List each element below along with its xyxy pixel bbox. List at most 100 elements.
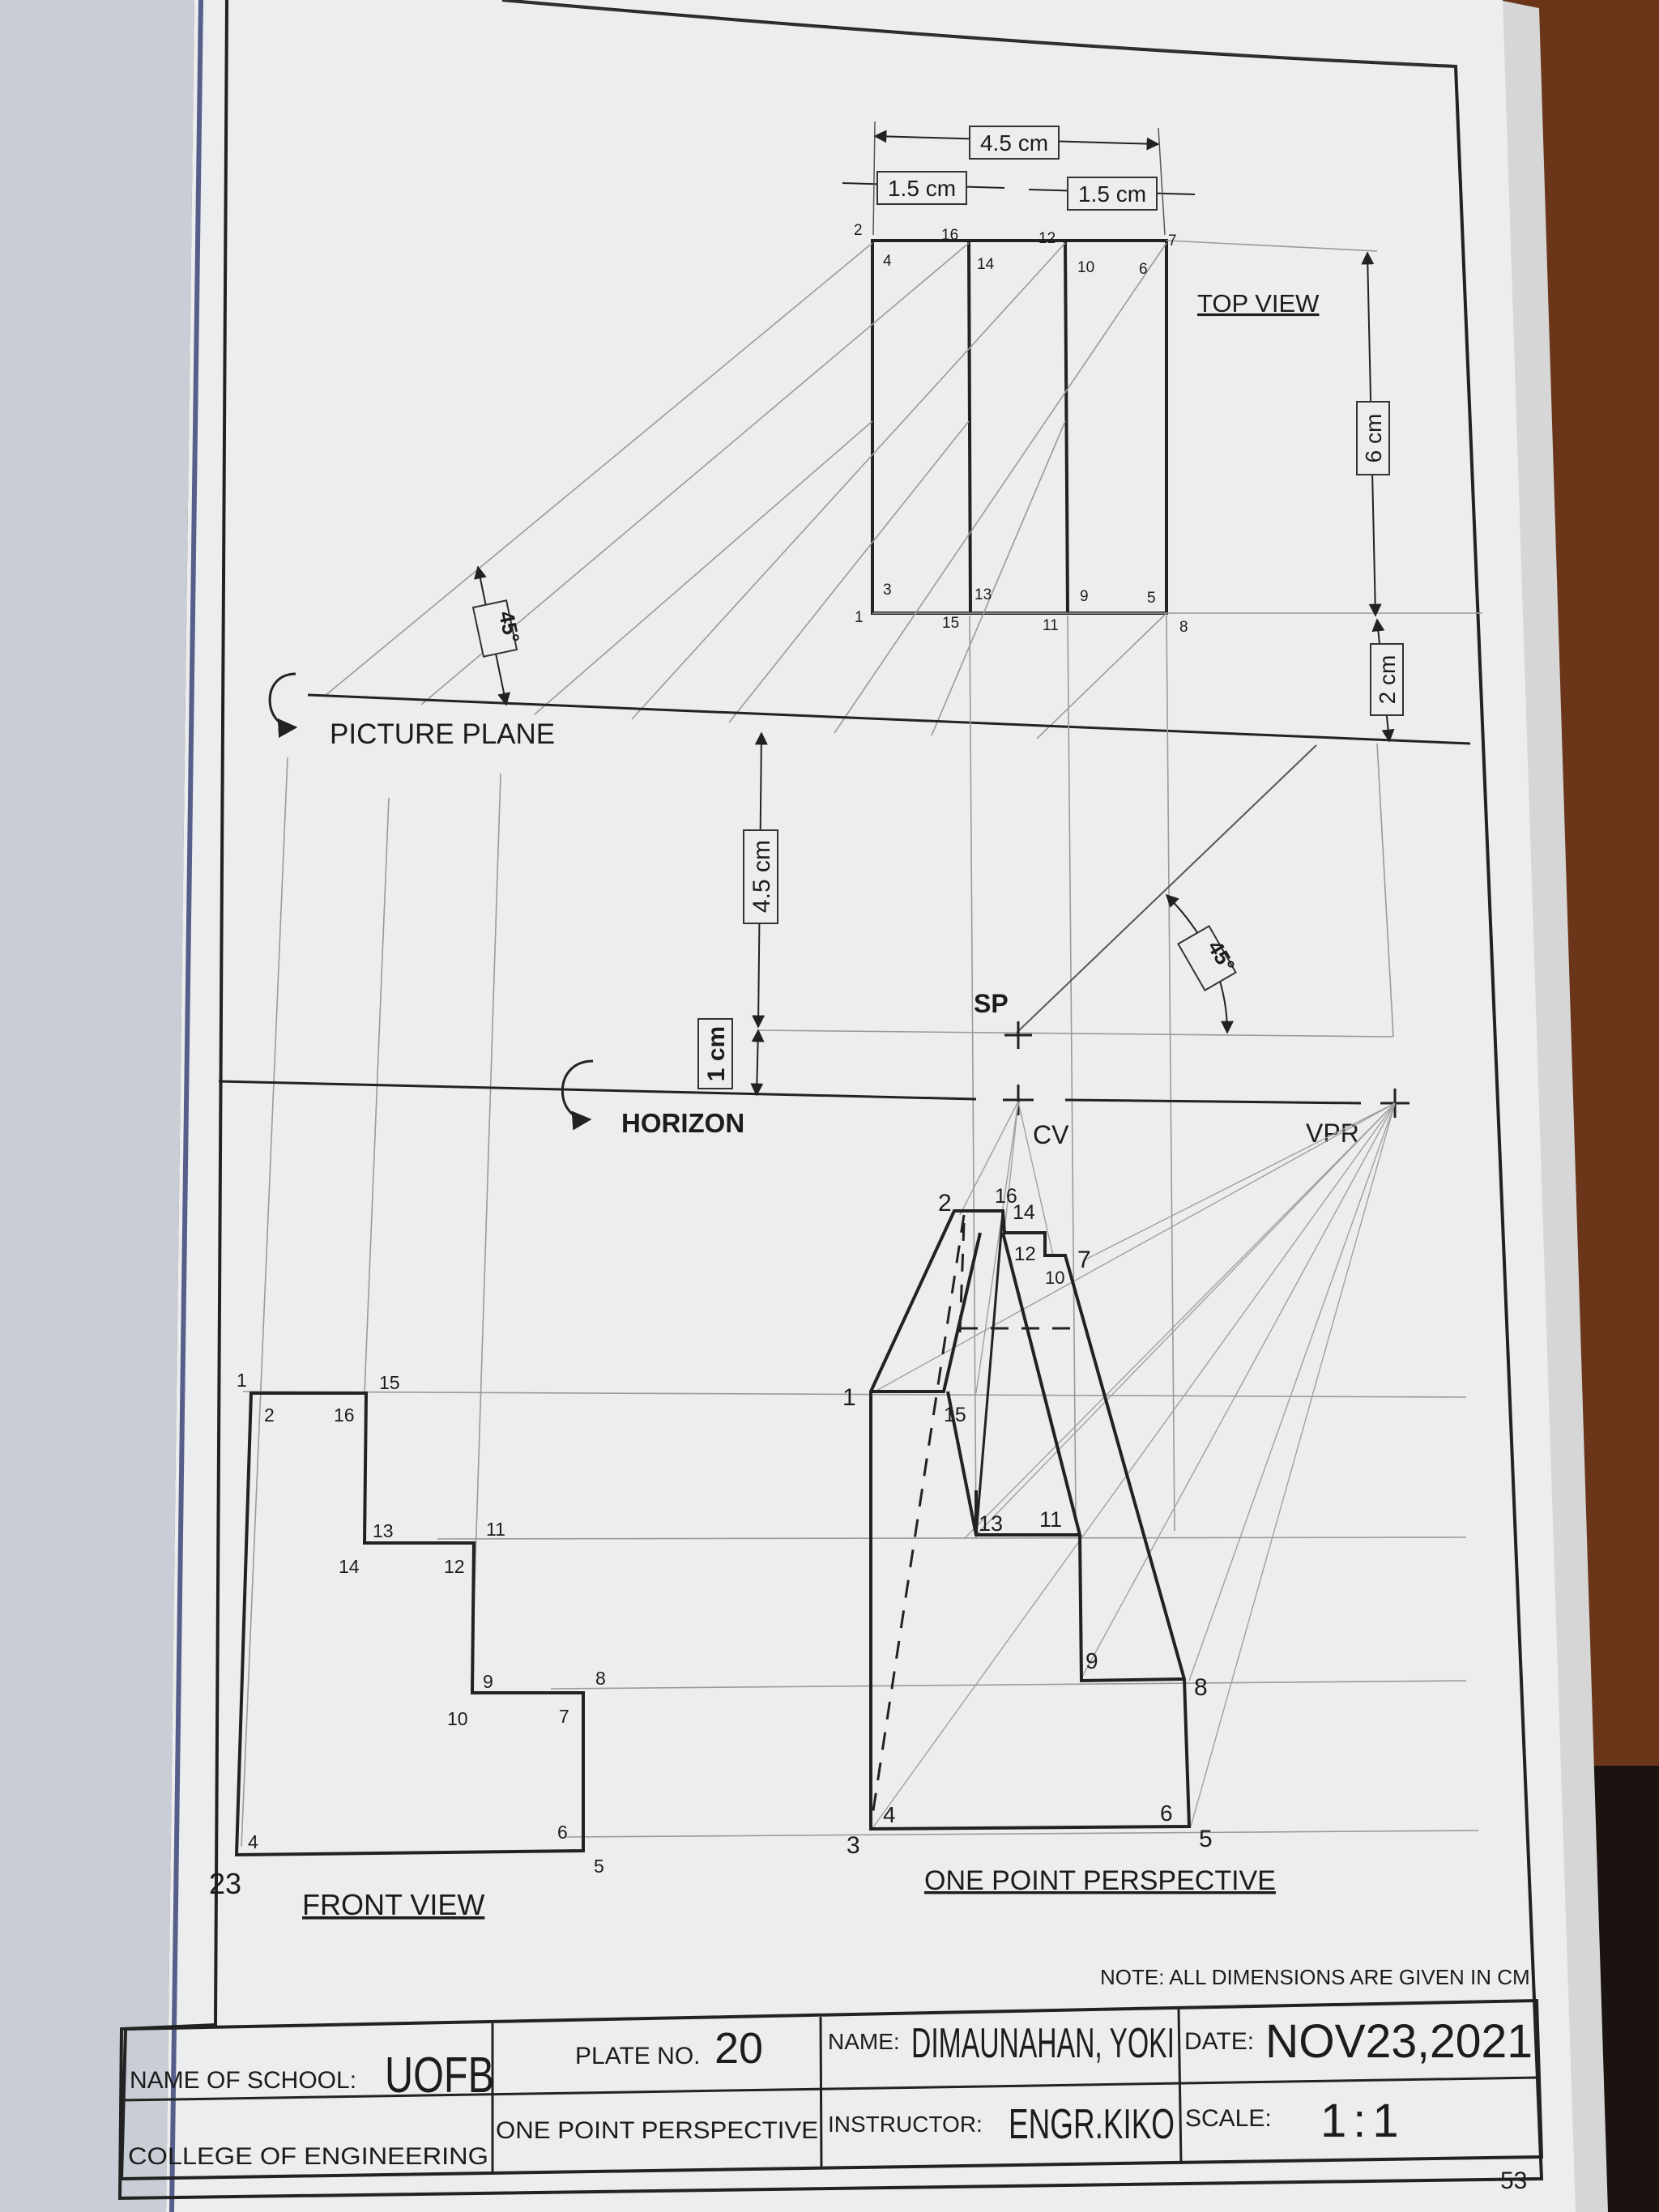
sp-crosshair [1004,1021,1032,1049]
horizon-label: HORIZON [621,1108,744,1138]
top-view-projectors [323,240,1482,739]
vpr-label: VPR [1306,1119,1359,1148]
svg-text:15: 15 [944,1404,966,1426]
svg-text:3: 3 [847,1832,860,1859]
top-view-title: TOP VIEW [1197,289,1320,318]
svg-text:12: 12 [1038,230,1056,247]
book-page-left [0,0,194,2212]
perspective-step-1 [871,1232,1082,1536]
school-value: UOFB [385,2048,494,2103]
dim-right-box [1067,177,1158,211]
top-view-step-line-2 [1064,241,1069,614]
top-curve-line [501,0,1456,67]
svg-text:11: 11 [486,1519,505,1540]
title-block: NAME OF SCHOOL: UOFB PLATE NO. 20 NAME: … [119,1998,1544,2181]
instructor-value: ENGR.KIKO [1009,2101,1175,2148]
svg-text:14: 14 [1013,1201,1035,1224]
svg-text:10: 10 [1045,1268,1064,1288]
svg-text:2: 2 [854,222,863,239]
svg-text:13: 13 [975,586,992,603]
front-view-point-labels: 1 2 16 15 13 11 14 12 9 8 10 7 4 6 5 [237,1370,606,1877]
school-label: NAME OF SCHOOL: [130,2067,356,2094]
svg-text:2: 2 [264,1404,275,1426]
svg-text:9: 9 [1080,588,1089,605]
dim-sp-hl: 1 cm [703,1026,730,1081]
instructor-label: INSTRUCTOR: [828,2112,983,2137]
page-number: 53 [1500,2167,1527,2194]
dim-sp-hl-box [697,1018,733,1089]
dim-gap-box [1370,643,1404,716]
svg-text:7: 7 [559,1706,569,1727]
front-view: FRONT VIEW 23 1 2 16 15 13 11 14 12 9 8 … [209,1370,606,1921]
horizon-line-left [218,1080,977,1101]
dim-total-box [969,126,1060,160]
svg-text:9: 9 [1085,1648,1098,1673]
dim-depth-box [1356,401,1390,475]
perspective-view: ONE POINT PERSPECTIVE 1 2 16 14 12 10 7 … [842,1101,1396,1896]
svg-text:8: 8 [1179,619,1188,636]
svg-text:3: 3 [883,582,892,599]
paper-sheet [166,0,1576,2212]
cv-label: CV [1033,1120,1069,1149]
picture-plane-line [307,693,1471,745]
picture-plane-label: PICTURE PLANE [330,718,555,750]
svg-text:12: 12 [444,1556,465,1577]
angle-box-sp [1177,925,1237,991]
ext-line-right [1158,127,1166,236]
dim-pp-sp-box [743,829,778,924]
angle-box-pp [471,599,518,658]
svg-text:6: 6 [557,1822,568,1843]
dim-total: 4.5 cm [980,130,1048,156]
top-view-step-line-1 [967,241,972,614]
dim-left: 1.5 cm [888,176,956,201]
svg-text:16: 16 [995,1185,1017,1208]
hidden-lines [869,1214,1077,1827]
title-block-col-3 [1177,2008,1183,2165]
svg-text:6: 6 [1160,1801,1173,1826]
perspective-outline [869,1209,1192,1831]
rotate-arrow-pp [268,672,298,739]
dim-pp-sp: 4.5 cm [748,840,775,913]
svg-text:5: 5 [1147,590,1156,607]
subject-text: ONE POINT PERSPECTIVE [496,2117,818,2144]
svg-text:5: 5 [594,1856,604,1877]
name-value: DIMAUNAHAN, YOKI [911,2020,1175,2067]
svg-text:11: 11 [1043,617,1059,634]
dim-depth: 6 cm [1361,414,1386,463]
rotate-arrow-horizon [561,1059,594,1131]
svg-text:7: 7 [1077,1247,1091,1273]
svg-text:8: 8 [1194,1674,1208,1701]
svg-text:14: 14 [977,256,995,273]
svg-text:10: 10 [1077,259,1094,276]
college-text: COLLEGE OF ENGINEERING [128,2143,488,2170]
horizon-line-right [1064,1098,1362,1105]
svg-text:16: 16 [941,227,958,244]
sp-45-line [1016,744,1317,1034]
svg-text:10: 10 [447,1708,468,1729]
title-block-frame [119,1998,1544,2181]
svg-text:7: 7 [1168,232,1177,249]
front-view-projectors [241,615,1394,1848]
svg-text:9: 9 [483,1671,493,1692]
cv-crosshair [1003,1085,1034,1115]
binding-line [169,0,203,2212]
front-view-title: FRONT VIEW [302,1888,484,1921]
dim-gap: 2 cm [1375,655,1400,705]
svg-text:14: 14 [339,1556,360,1577]
svg-text:8: 8 [595,1668,606,1689]
svg-text:6: 6 [1139,261,1148,278]
svg-text:13: 13 [373,1520,394,1541]
top-view: 4.5 cm 1.5 cm 1.5 cm 6 cm 2 cm 45° TOP V… [323,121,1482,743]
dimension-note: NOTE: ALL DIMENSIONS ARE GIVEN IN CM [1100,1965,1530,1989]
svg-text:13: 13 [979,1511,1003,1536]
vanishing-rays [870,1101,1396,1831]
scale-value: 1:1 [1320,2095,1405,2147]
svg-text:2: 2 [938,1190,952,1217]
perspective-title: ONE POINT PERSPECTIVE [924,1865,1276,1896]
date-label: DATE: [1184,2028,1254,2055]
name-label: NAME: [828,2029,900,2054]
svg-text:4: 4 [248,1831,258,1852]
svg-text:5: 5 [1199,1826,1213,1852]
height-transfer-lines [242,1391,1479,1838]
